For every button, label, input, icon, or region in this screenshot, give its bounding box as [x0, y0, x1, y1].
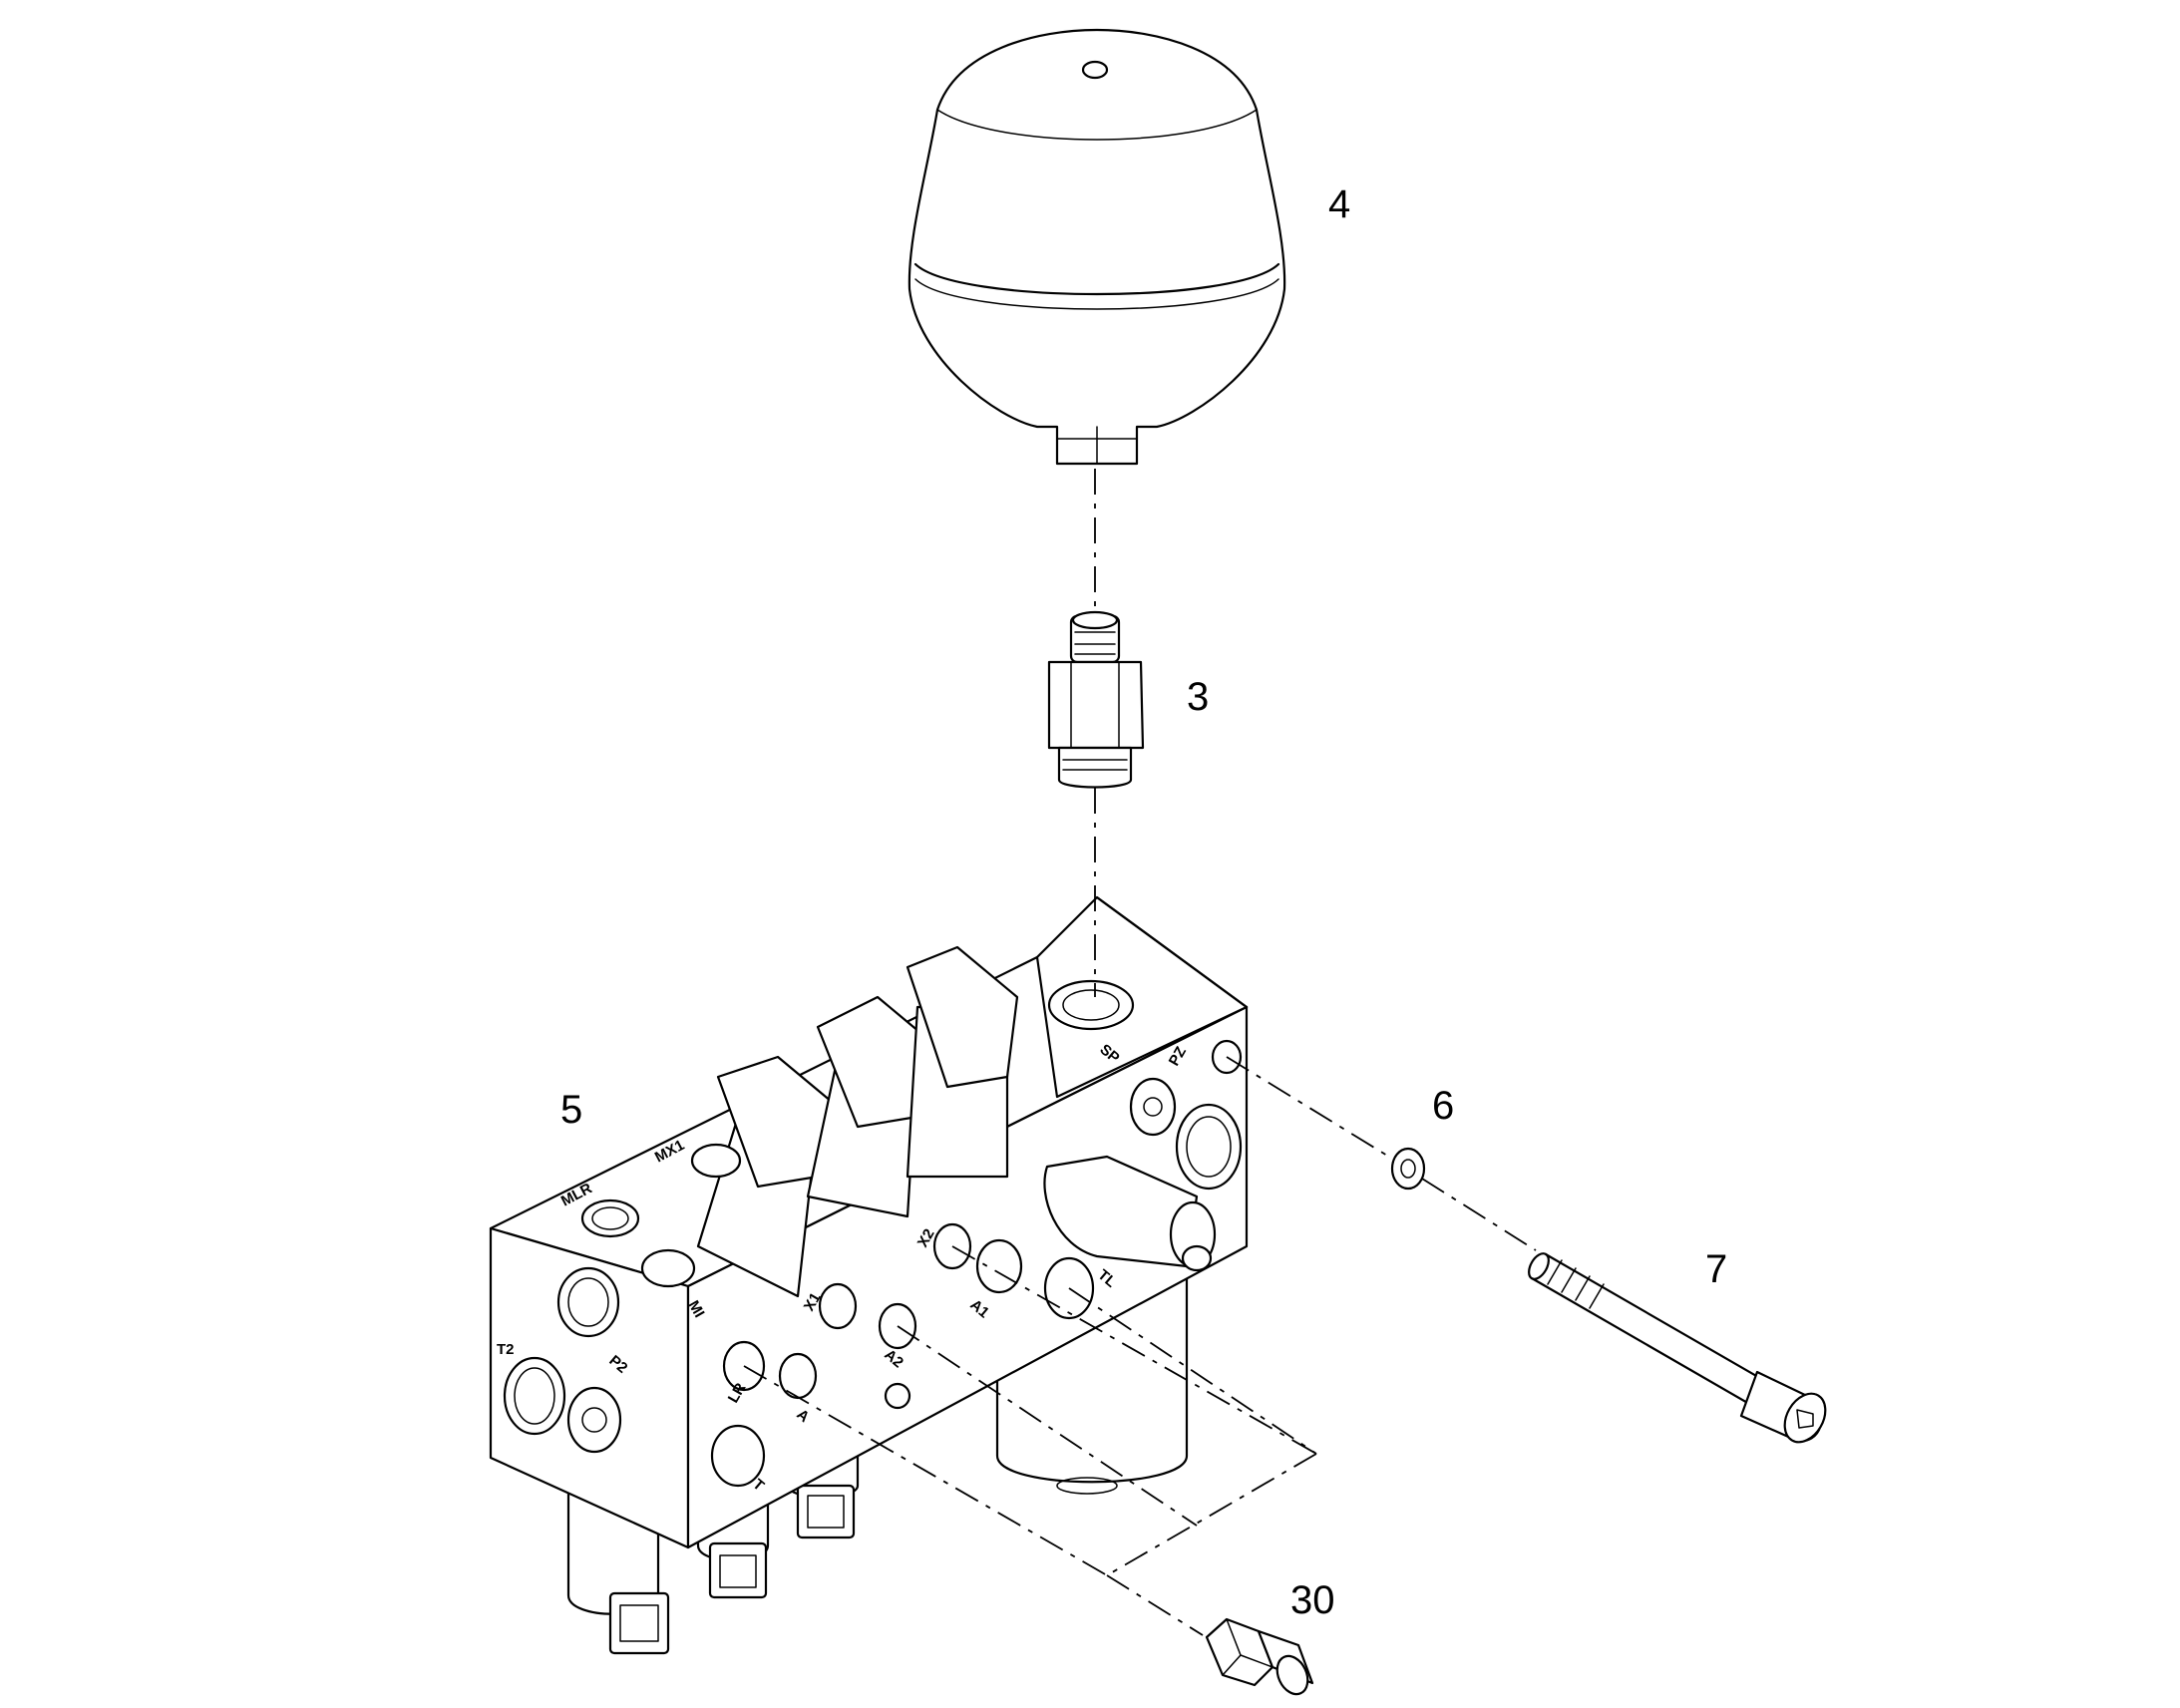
callout-6: 6 — [1432, 1084, 1454, 1128]
assembly-center-lines — [743, 469, 1537, 1636]
port-label-x1: X1 — [801, 1290, 825, 1314]
washer[interactable] — [1390, 1147, 1426, 1191]
callout-5: 5 — [560, 1088, 582, 1132]
fitting[interactable] — [1047, 610, 1145, 789]
cap-screw[interactable] — [1525, 1250, 1834, 1450]
callout-7: 7 — [1705, 1247, 1727, 1291]
accumulator[interactable] — [908, 28, 1286, 466]
plug-fitting[interactable] — [1205, 1617, 1314, 1699]
port-label-t2: T2 — [497, 1341, 515, 1358]
port-label-x2: X2 — [914, 1226, 938, 1250]
callout-3: 3 — [1187, 675, 1209, 719]
port-label-mi: MI — [685, 1298, 708, 1321]
valve-block[interactable]: MLR MX1 MI T2 P2 LR A T X1 A2 X2 A1 TL P… — [489, 895, 1249, 1655]
callout-30: 30 — [1290, 1578, 1335, 1622]
callout-4: 4 — [1328, 182, 1350, 226]
callout-labels: 4 3 5 6 7 30 — [560, 182, 1727, 1622]
